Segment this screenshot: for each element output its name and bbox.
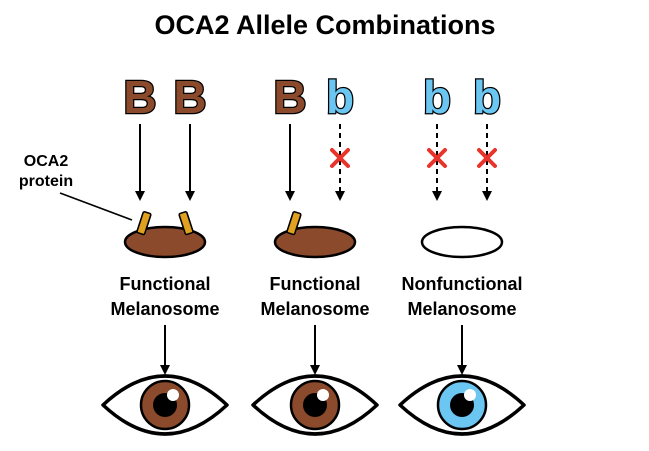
melanosome-label-line1: Functional [270, 274, 361, 294]
brown-eye-icon [101, 374, 229, 436]
melanosome-label-line1: Functional [120, 274, 211, 294]
oca2-protein-embedded [178, 211, 194, 236]
allele-dominant: B [273, 71, 306, 123]
allele-dominant: B [173, 71, 206, 123]
allele-dominant: B [123, 71, 156, 123]
brown-eye-icon [251, 374, 379, 436]
melanosome-label-line1: Nonfunctional [402, 274, 523, 294]
allele-recessive: b [473, 71, 501, 123]
protein-label-line2: protein [19, 173, 73, 190]
melanosome-label-line2: Melanosome [110, 299, 219, 319]
protein-pointer-line [59, 192, 133, 221]
diagram-title: OCA2 Allele Combinations [154, 10, 495, 40]
blocked-x-icon [427, 148, 447, 168]
nonfunctional-melanosome [420, 225, 504, 259]
blocked-x-icon [330, 148, 350, 168]
allele-recessive: b [326, 71, 354, 123]
blocked-x-icon [477, 148, 497, 168]
melanosome-label-line2: Melanosome [260, 299, 369, 319]
protein-callout: OCA2 protein [19, 153, 133, 221]
oca2-protein-embedded [136, 211, 152, 236]
melanosome-label-line2: Melanosome [407, 299, 516, 319]
protein-label-line1: OCA2 [24, 153, 69, 170]
oca2-protein-embedded [286, 211, 302, 236]
allele-recessive: b [423, 71, 451, 123]
blue-eye-icon [398, 374, 526, 436]
